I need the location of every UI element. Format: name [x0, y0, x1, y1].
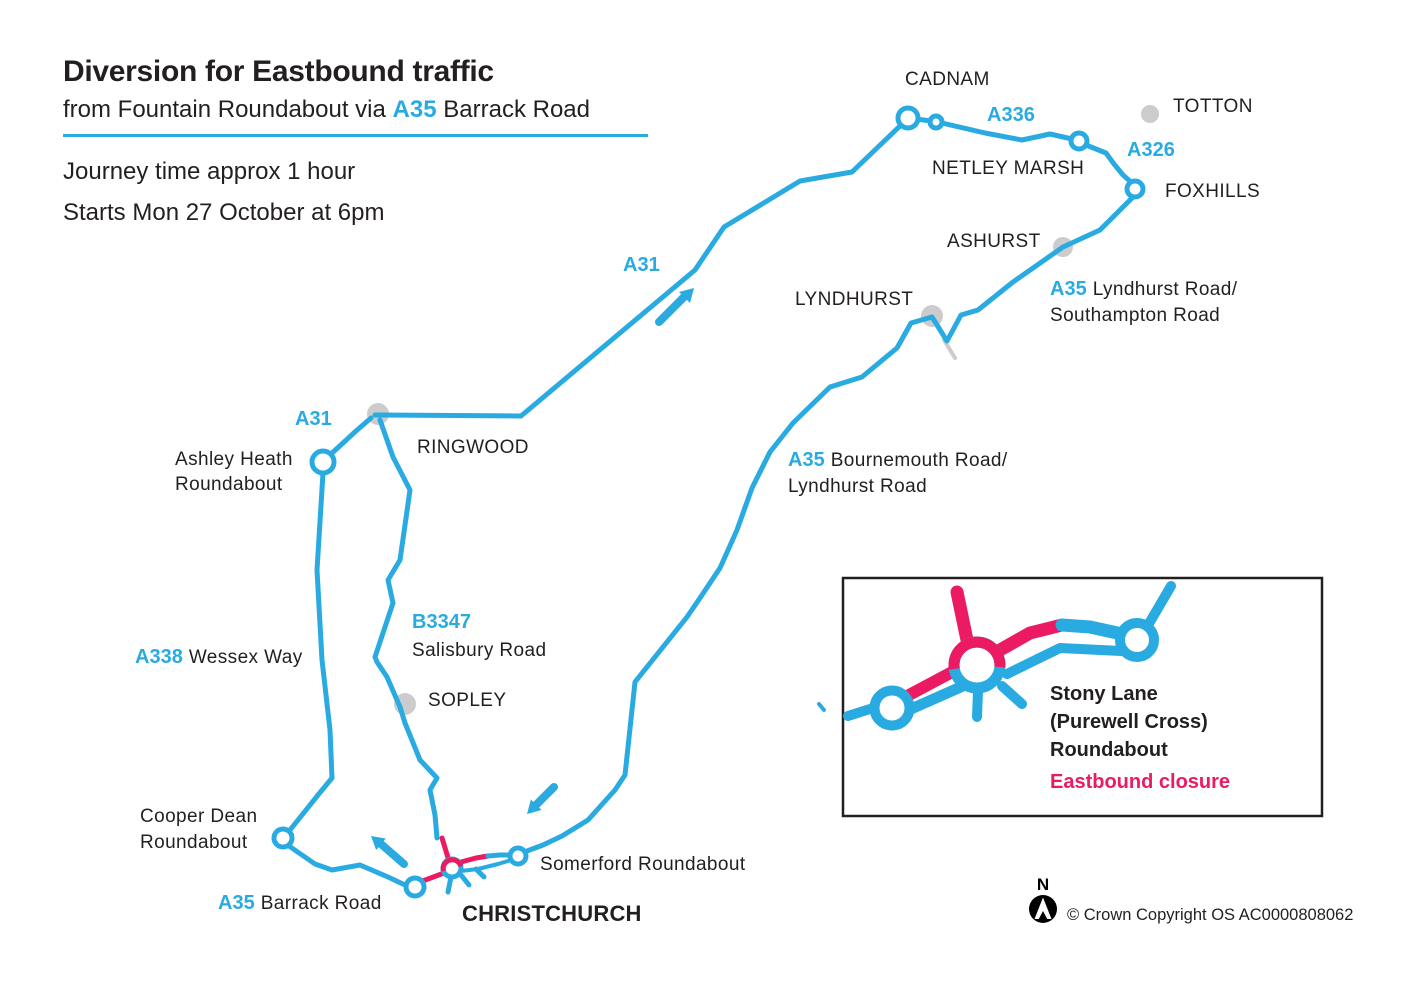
inset-fountain-stub [843, 704, 875, 721]
copyright-text: © Crown Copyright OS AC0000808062 [1067, 906, 1353, 924]
label-lyndhurst: LYNDHURST [795, 289, 913, 310]
inset-closed-fountain-link [903, 665, 960, 701]
route-cooper-dean-to-fountain [286, 843, 408, 888]
inset-somerford-roundabout [1115, 618, 1159, 662]
label-sopley: SOPLEY [428, 690, 506, 711]
label-totton: TOTTON [1173, 96, 1253, 117]
route-a31-ashley-ringwood [328, 415, 374, 457]
barrack-road-direction-arrow-head [371, 836, 386, 851]
inset-outside-tick [817, 702, 826, 712]
cadnam-roundabout [895, 105, 921, 131]
ashley-heath-roundabout [309, 448, 337, 476]
label-a31-north: A31 [623, 254, 660, 276]
inset-label-closure: Eastbound closure [1050, 771, 1230, 793]
page-title: Diversion for Eastbound traffic [63, 55, 494, 88]
page-subtitle: from Fountain Roundabout via A35 Barrack… [63, 96, 590, 124]
label-salisbury-road: Salisbury Road [412, 640, 546, 661]
subtitle-road-number: A35 [392, 96, 437, 123]
fountain-roundabout [403, 875, 427, 899]
start-date: Starts Mon 27 October at 6pm [63, 199, 385, 226]
inset-parallel-fountain-link [905, 680, 969, 715]
stonylane-stub-south [445, 874, 454, 895]
stonylane-stub-east [473, 866, 487, 880]
label-cooper-dean-1: Cooper Dean [140, 806, 257, 827]
route-a326 [1083, 142, 1134, 185]
route-a336 [939, 120, 1075, 143]
label-lyndhurst-road: Lyndhurst Road [788, 476, 927, 497]
compass-needle [1034, 897, 1052, 919]
somerford-roundabout [507, 845, 529, 867]
label-southampton-road: Southampton Road [1050, 305, 1220, 326]
route-east-to-somerford [485, 852, 513, 859]
label-christchurch: CHRISTCHURCH [462, 901, 642, 926]
inset-east-road [1055, 618, 1129, 641]
inset-east-parallel-road [1002, 643, 1126, 679]
subtitle-suffix: Barrack Road [443, 96, 590, 123]
a31-direction-arrow-head [679, 288, 694, 303]
closed-b3347-approach [439, 835, 452, 864]
label-ashley-heath-2: Roundabout [175, 474, 283, 495]
label-somerford-roundabout: Somerford Roundabout [540, 854, 746, 875]
inset-border [841, 576, 1324, 818]
label-cadnam: CADNAM [905, 69, 990, 90]
cooper-dean-roundabout [271, 826, 295, 850]
route-b3347 [372, 417, 440, 841]
north-compass: N [1029, 875, 1057, 923]
route-a35-lyndhurst-bournemouth [524, 194, 1136, 854]
stony-lane-roundabout-closed-arc [440, 857, 464, 872]
route-a338 [287, 470, 335, 833]
label-cooper-dean-2: Roundabout [140, 832, 248, 853]
route-parallel-carriageway [459, 859, 510, 873]
somerford-direction-arrow-shaft [532, 783, 558, 809]
north-label: N [1037, 875, 1049, 894]
inset-closed-east-exit [993, 618, 1069, 657]
foxhills-roundabout [1124, 178, 1146, 200]
a336-junction-roundabout [1068, 130, 1090, 152]
inset-stony-lane-closed-arc [948, 636, 1006, 670]
inset-closed-north-approach [950, 585, 974, 647]
somerford-direction-arrow-head [527, 799, 542, 814]
route-a31 [372, 122, 904, 419]
inset-closure-detail: Stony Lane (Purewell Cross) Roundabout E… [817, 576, 1324, 818]
label-ashley-heath-1: Ashley Heath [175, 449, 293, 470]
label-netley-marsh: NETLEY MARSH [932, 158, 1084, 179]
cadnam-small-roundabout [927, 113, 945, 131]
header-divider [63, 134, 648, 137]
label-ringwood: RINGWOOD [417, 437, 529, 458]
label-foxhills: FOXHILLS [1165, 181, 1260, 202]
journey-time: Journey time approx 1 hour [63, 158, 356, 185]
inset-stub-south [972, 686, 983, 722]
stonylane-stub-southeast [458, 872, 472, 888]
inset-label-2: (Purewell Cross) [1050, 711, 1208, 733]
subtitle-prefix: from Fountain Roundabout via [63, 96, 386, 123]
inset-label-3: Roundabout [1050, 739, 1168, 761]
closed-stonylane-east [458, 853, 491, 865]
compass-notch [1038, 911, 1048, 920]
totton-dot [1141, 105, 1159, 123]
label-a336: A336 [987, 104, 1035, 126]
label-a326: A326 [1127, 139, 1175, 161]
label-b3347: B3347 [412, 611, 471, 633]
barrack-road-direction-arrow-shaft [377, 840, 408, 868]
inset-label-1: Stony Lane [1050, 683, 1158, 705]
inset-fountain-roundabout [869, 685, 915, 731]
label-a31-west: A31 [295, 408, 332, 430]
label-ashurst: ASHURST [947, 231, 1041, 252]
a31-direction-arrow-shaft [655, 293, 688, 326]
inset-northeast-road [1142, 581, 1176, 632]
inset-stub-southeast [997, 681, 1027, 709]
